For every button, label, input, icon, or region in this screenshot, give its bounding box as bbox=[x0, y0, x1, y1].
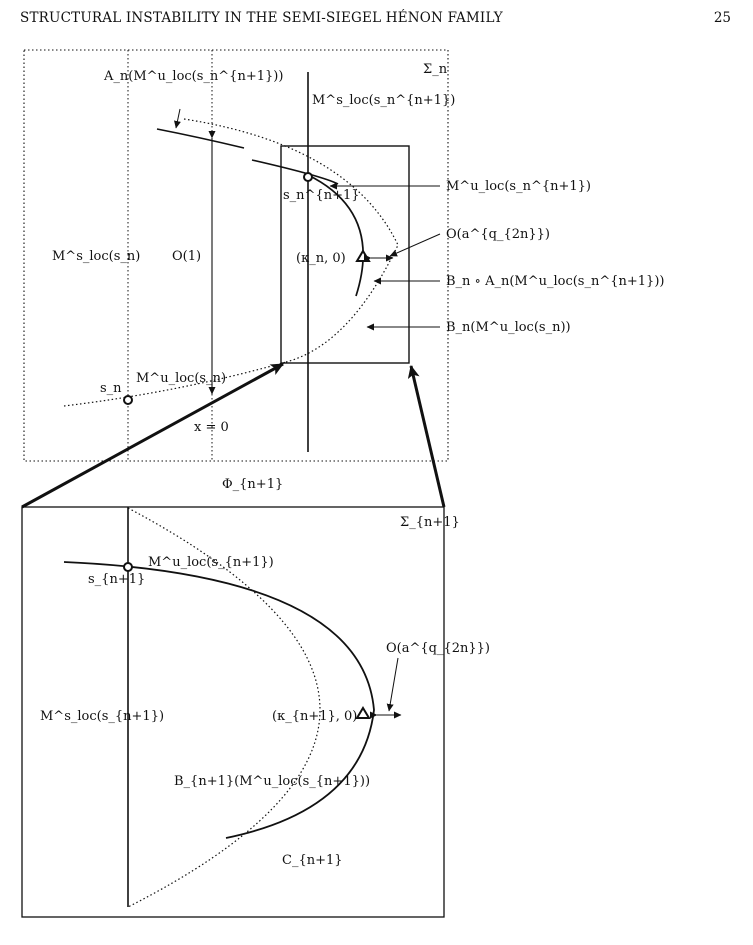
map-arrow-left bbox=[21, 362, 284, 509]
An-leader-arrow bbox=[174, 108, 181, 129]
O-aq-leader-arrow bbox=[389, 233, 441, 257]
bottom-panel-section-label: Σ_{n+1} bbox=[400, 515, 460, 530]
label-BnAn: B_n ∘ A_n(M^u_loc(s_n^{n+1})) bbox=[446, 274, 664, 289]
BnAn-curve bbox=[307, 174, 364, 297]
kappa-n1-triangle bbox=[355, 706, 371, 719]
Bn-dotted-curve bbox=[183, 118, 399, 363]
label-O-aq-top: O(a^{q_{2n}}) bbox=[446, 227, 550, 242]
label-Ms-sn: M^s_loc(s_n) bbox=[52, 249, 140, 264]
label-Mu-sn1-bottom: M^u_loc(s_{n+1}) bbox=[148, 555, 274, 570]
label-An: A_n(M^u_loc(s_n^{n+1})) bbox=[103, 69, 283, 84]
label-Ms-sn1-bottom: M^s_loc(s_{n+1}) bbox=[40, 709, 164, 724]
label-kappa-n1: (κ_{n+1}, 0) bbox=[272, 709, 357, 724]
point-sn bbox=[123, 395, 133, 405]
Mu-Bn1-curve bbox=[63, 561, 375, 839]
label-O-aq-bottom: O(a^{q_{2n}}) bbox=[386, 641, 490, 656]
point-sn1 bbox=[303, 172, 313, 182]
top-panel: Σ_n A_n(M^u_loc(s_n^{n+ bbox=[23, 49, 664, 462]
label-Mu-sn: M^u_loc(s_n) bbox=[136, 371, 226, 386]
kappa-n-triangle bbox=[355, 249, 371, 262]
label-point-sn1-bottom: s_{n+1} bbox=[88, 572, 145, 587]
top-panel-section-label: Σ_n bbox=[423, 62, 448, 77]
bottom-panel-frame bbox=[21, 506, 445, 918]
label-point-sn: s_n bbox=[100, 381, 122, 396]
label-C: C_{n+1} bbox=[282, 853, 343, 868]
unstable-manifold-sn-curve bbox=[63, 361, 287, 407]
An-curve-right bbox=[251, 159, 339, 185]
point-sn1-bottom bbox=[123, 562, 133, 572]
label-kappa-n: (κ_n, 0) bbox=[296, 251, 346, 266]
zoom-box bbox=[280, 145, 410, 364]
O-aq-bottom-leader-arrow bbox=[386, 657, 399, 712]
map-label-phi: Φ_{n+1} bbox=[222, 477, 283, 492]
map-arrow-right bbox=[407, 365, 446, 508]
An-curve-left bbox=[156, 128, 245, 149]
label-Bn1: B_{n+1}(M^u_loc(s_{n+1})) bbox=[174, 774, 370, 789]
label-x0: x = 0 bbox=[194, 420, 229, 435]
label-point-sn1: s_n^{n+1} bbox=[283, 188, 360, 203]
bottom-panel: Σ_{n+1} M^u_loc(s_{n+1}) s_{n+1} O(a^{q_… bbox=[21, 506, 490, 918]
map-connection: Φ_{n+1} bbox=[21, 362, 446, 509]
page-number: 25 bbox=[713, 10, 731, 26]
label-order-one: O(1) bbox=[172, 249, 201, 264]
running-title: STRUCTURAL INSTABILITY IN THE SEMI-SIEGE… bbox=[20, 10, 503, 26]
label-Ms-sn1: M^s_loc(s_n^{n+1}) bbox=[312, 93, 455, 108]
page-header: STRUCTURAL INSTABILITY IN THE SEMI-SIEGE… bbox=[0, 10, 753, 34]
top-panel-frame bbox=[23, 49, 449, 462]
label-Bn: B_n(M^u_loc(s_n)) bbox=[446, 320, 571, 335]
label-Mu-sn1: M^u_loc(s_n^{n+1}) bbox=[446, 179, 591, 194]
